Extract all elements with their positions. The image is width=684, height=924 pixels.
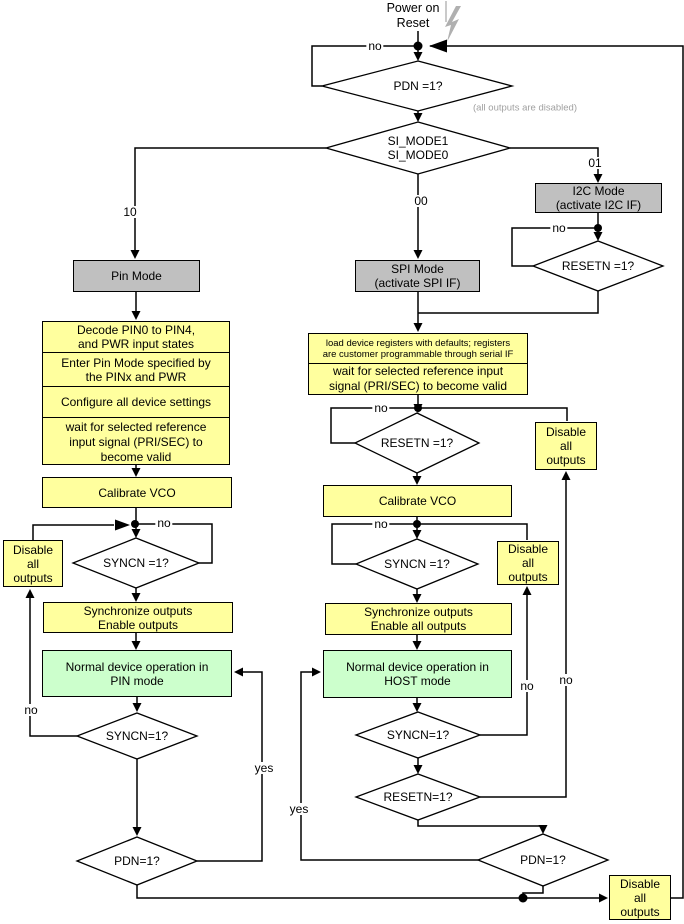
sync-host-line2: Enable all outputs bbox=[370, 619, 467, 633]
step-decode-line2: and PWR input states bbox=[77, 337, 195, 351]
process-sync-outputs-pin: Synchronize outputs Enable outputs bbox=[43, 602, 233, 633]
step-decode-line1: Decode PIN0 to PIN4, bbox=[76, 323, 196, 337]
step-load-line2: are customer programmable through serial… bbox=[322, 348, 514, 360]
step-wait-reference-host: wait for selected reference input signal… bbox=[309, 363, 527, 394]
state-normal-operation-pin: Normal device operation in PIN mode bbox=[42, 650, 232, 697]
sync-pin-line1: Synchronize outputs bbox=[83, 603, 193, 618]
disable-pin-line2: all bbox=[26, 556, 39, 571]
process-disable-outputs-pin: Disable all outputs bbox=[3, 540, 63, 587]
start-label-line2: Reset bbox=[396, 16, 430, 30]
process-disable-outputs-reset-host: Disable all outputs bbox=[535, 422, 597, 470]
start-label-line1: Power on bbox=[386, 1, 440, 15]
process-calibrate-vco-pin: Calibrate VCO bbox=[42, 477, 232, 508]
sync-pin-line2: Enable outputs bbox=[97, 617, 179, 632]
edge-label-no-top: no bbox=[366, 39, 384, 53]
edge-label-no-sync-spi: no bbox=[372, 517, 390, 531]
start-label: Power on Reset bbox=[368, 1, 458, 31]
process-disable-outputs-sync-host: Disable all outputs bbox=[497, 541, 559, 585]
step-load-line1: load device registers with defaults; reg… bbox=[325, 337, 511, 349]
disable-sync-line1: Disable bbox=[507, 542, 549, 556]
process-spi-mode: SPI Mode (activate SPI IF) bbox=[355, 260, 480, 292]
disable-pin-line3: outputs bbox=[13, 570, 53, 585]
step-wait-reference-pin: wait for selected reference input signal… bbox=[43, 417, 229, 466]
process-i2c-mode: I2C Mode (activate I2C IF) bbox=[535, 183, 662, 213]
disable-pd-line2: all bbox=[633, 890, 646, 905]
disable-pd-line3: outputs bbox=[620, 904, 660, 919]
spi-mode-line2: (activate SPI IF) bbox=[374, 276, 461, 290]
branch-label-01: 01 bbox=[586, 156, 604, 170]
edge-label-no-reset-spi: no bbox=[372, 401, 390, 415]
step-wait-host-line1: wait for selected reference input bbox=[332, 364, 504, 378]
process-sync-outputs-host: Synchronize outputs Enable all outputs bbox=[325, 603, 512, 635]
edge-label-no-i2c: no bbox=[550, 221, 568, 235]
step-wait-pin-line3: become valid bbox=[100, 449, 172, 464]
i2c-mode-line1: I2C Mode bbox=[572, 184, 625, 198]
step-wait-pin-line1: wait for selected reference bbox=[65, 419, 207, 434]
calibrate-vco-pin-label: Calibrate VCO bbox=[98, 485, 176, 500]
process-pin-mode: Pin Mode bbox=[73, 260, 200, 292]
note-outputs-disabled: (all outputs are disabled) bbox=[472, 102, 578, 114]
normal-host-line1: Normal device operation in bbox=[346, 660, 489, 674]
edge-label-yes-pin: yes bbox=[252, 761, 276, 775]
step-enter-line1: Enter Pin Mode specified by bbox=[61, 355, 211, 370]
process-pin-steps: Decode PIN0 to PIN4, and PWR input state… bbox=[42, 321, 230, 465]
branch-label-10: 10 bbox=[121, 205, 139, 219]
process-host-steps: load device registers with defaults; reg… bbox=[308, 333, 528, 395]
step-enter-pin-mode: Enter Pin Mode specified by the PINx and… bbox=[43, 352, 229, 386]
disable-sync-line3: outputs bbox=[508, 570, 548, 584]
step-enter-line2: the PINx and PWR bbox=[85, 369, 187, 384]
branch-label-00: 00 bbox=[412, 194, 430, 208]
normal-host-line2: HOST mode bbox=[384, 674, 451, 688]
edge-label-no-sync-pin-op: no bbox=[22, 703, 40, 717]
state-normal-operation-host: Normal device operation in HOST mode bbox=[323, 650, 512, 698]
edge-label-no-reset-host-op: no bbox=[557, 673, 575, 687]
step-configure-line1: Configure all device settings bbox=[60, 395, 212, 409]
pin-mode-line: Pin Mode bbox=[111, 269, 162, 283]
disable-pin-line1: Disable bbox=[12, 542, 54, 557]
edge-label-yes-host: yes bbox=[287, 802, 311, 816]
calibrate-vco-host-label: Calibrate VCO bbox=[378, 494, 457, 508]
edge-label-no-sync-pin: no bbox=[155, 516, 173, 530]
normal-pin-line2: PIN mode bbox=[110, 673, 164, 688]
step-wait-pin-line2: input signal (PRI/SEC) to bbox=[69, 434, 203, 449]
disable-sync-line2: all bbox=[521, 556, 534, 570]
step-load-registers: load device registers with defaults; reg… bbox=[309, 334, 527, 363]
disable-reset-line2: all bbox=[559, 439, 572, 453]
spi-mode-line1: SPI Mode bbox=[391, 262, 444, 276]
edge-label-no-sync-host-op: no bbox=[518, 679, 536, 693]
step-configure-settings: Configure all device settings bbox=[43, 386, 229, 417]
disable-pd-line1: Disable bbox=[619, 876, 661, 891]
step-decode-pins: Decode PIN0 to PIN4, and PWR input state… bbox=[43, 322, 229, 352]
sync-host-line1: Synchronize outputs bbox=[364, 605, 473, 619]
i2c-mode-line2: (activate I2C IF) bbox=[555, 198, 642, 212]
normal-pin-line1: Normal device operation in bbox=[65, 659, 209, 674]
process-calibrate-vco-host: Calibrate VCO bbox=[323, 485, 512, 517]
disable-reset-line1: Disable bbox=[545, 425, 587, 439]
process-disable-outputs-powerdown: Disable all outputs bbox=[609, 875, 671, 920]
disable-reset-line3: outputs bbox=[546, 453, 586, 467]
step-wait-host-line2: signal (PRI/SEC) to become valid bbox=[328, 379, 508, 393]
